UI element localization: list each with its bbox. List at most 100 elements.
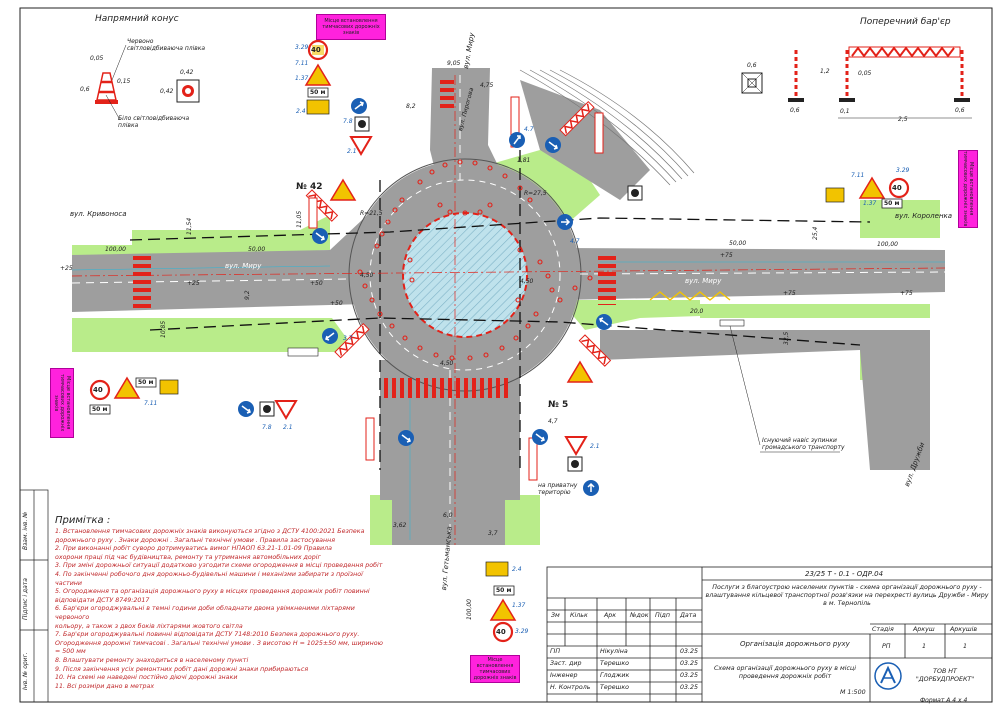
barrier-heading: Поперечний бар'єр [860,17,951,27]
col-pidp: Підп [655,612,670,619]
house-number-5: № 5 [548,400,569,410]
cone-white-film-label: Біло світловідбиваюча плівка [118,115,190,129]
sign-code-10: 1.37 [863,200,877,207]
speed-limit-text-4: 40 [496,628,506,636]
chainage-3: +75 [783,290,796,297]
barrier-diagram [741,46,972,119]
chainage-4: +50 [330,300,343,307]
barrier-dim-4: 0,05 [858,70,872,77]
cone-diagram [95,44,200,121]
measure-17: 32,5 [783,331,790,345]
distance-plate-icons [89,87,903,596]
drawing-scale: М 1:500 [840,689,866,696]
sign-code-11: 2.1 [347,148,357,155]
measure-18: 8,2 [406,103,416,110]
note-line: 8. Влаштувати ремонту знаходиться в насе… [55,656,249,664]
barriers [305,96,612,481]
roadwork-sign-icons [113,63,886,621]
person-date-3: 03.25 [680,672,699,679]
sign-code-6: 4.7 [570,238,580,245]
side-stamp-orig: Інв. № ориг. [22,652,29,690]
measure-14: 100,00 [105,246,126,253]
note-line: 11. Всі розміри дано в метрах [55,682,155,690]
street-myru-east: вул. Миру [685,277,722,285]
house-number-42: № 42 [296,182,323,192]
barrier-dim-1: 0,6 [747,62,757,69]
sign-code-5: 4.7 [524,126,534,133]
note-line: 7. Бар'єри огороджувальні повинні відпов… [55,631,360,639]
measure-15: 25,4 [812,226,819,240]
sheet-header: Аркуш [913,626,935,633]
person-name-1: Нікуліна [600,648,628,655]
annotation-leader [729,325,761,446]
helper-lines [71,261,945,540]
measure-7: 4,50 [520,278,534,285]
yield-sign-icons [274,136,588,456]
stage-header: Стадія [872,626,894,633]
drawing-title: Схема організації дорожнього руху в місц… [714,665,856,680]
measure-20: 6,0 [443,512,453,519]
sign-code-8: 3.29 [896,167,910,174]
measure-10: 11,05 [296,210,303,228]
cone-dim-4: 0,42 [180,69,194,76]
person-date-2: 03.25 [680,660,699,667]
note-line: кольору, а також з двох боків ліхтарями … [55,622,243,630]
cone-heading: Напрямний конус [95,14,179,24]
notes-title: Примітка : [55,515,111,526]
barrier-dim-2: 0,6 [790,107,800,114]
chainage-5: +75 [900,290,913,297]
speed-limit-text-3: 40 [93,386,103,394]
speed-limit-text-2: 40 [892,184,902,192]
sign-code-12: 7.8 [343,118,353,125]
measure-3: 1,81 [517,157,531,164]
direction-sign-icons [238,98,612,496]
sign-code-7: 3.7 [343,335,353,342]
speed-limit-text-1: 40 [311,46,321,54]
project-title: Послуги з благоустрою населених пунктів … [705,584,989,607]
measure-24: 10,85 [160,320,167,338]
measure-1: 9,05 [447,60,461,67]
bus-shelter-annotation: Існуючий навіс зупинки громадського тран… [762,437,845,451]
person-date-1: 03.25 [680,648,699,655]
sheets-value: 1 [963,643,968,650]
note-line: 2. При виконанні робіт суворо дотримуват… [55,545,333,553]
person-role-1: ГІП [550,648,561,655]
square-sign-icons [259,116,643,472]
measure-13: 50,00 [248,246,266,253]
distance-plate-text-4: 50 м [138,379,154,386]
measure-16: 20,0 [690,308,704,315]
cone-dim-3: 0,6 [80,86,90,93]
sheet-format: Формат А 4 х 4 [920,697,968,704]
measure-8: 4,50 [440,360,454,367]
measure-6: 4,50 [360,272,374,279]
pink-note-4: Місце встановлення тимчасових дорожніх з… [470,655,520,683]
sheet-frame [19,7,993,703]
pink-note-2: Місце встановлення тимчасових дорожніх з… [958,150,978,228]
measure-25: 9,2 [244,290,251,300]
person-date-4: 03.25 [680,684,699,691]
note-line: 5. Огородження та організація дорожнього… [55,588,370,596]
street-kryvonosa: вул. Кривоноса [70,210,127,218]
sheet-value: 1 [922,643,927,650]
pink-note-3: Місце встановлення тимчасових дорожніх з… [50,368,74,438]
sheets-header: Аркушів [950,626,978,633]
stage-value: РП [882,643,891,650]
bus-shelter [287,319,745,357]
chainage-1: +25 [187,280,200,287]
note-line: дорожнього руху . Знаки дорожні . Загаль… [55,536,336,544]
note-line: Огородження дорожні тимчасові . Загальні… [55,639,383,656]
person-name-2: Терешко [600,660,630,667]
note-line: 10. На схемі не наведені постійно діючі … [55,674,238,682]
sign-code-13: 2.1 [283,424,293,431]
note-line: 1. Встановлення тимчасових дорожніх знак… [55,528,365,535]
sign-code-4: 2.4 [296,108,306,115]
person-name-4: Терешко [600,684,630,691]
person-role-4: Н. Контроль [550,684,591,691]
distance-plate-text-3: 50 м [92,406,108,413]
cone-dim-2: 0,15 [117,78,131,85]
side-stamp-grid [19,489,49,703]
col-ndoc: №док [630,612,649,619]
sign-code-2: 1.37 [295,75,309,82]
